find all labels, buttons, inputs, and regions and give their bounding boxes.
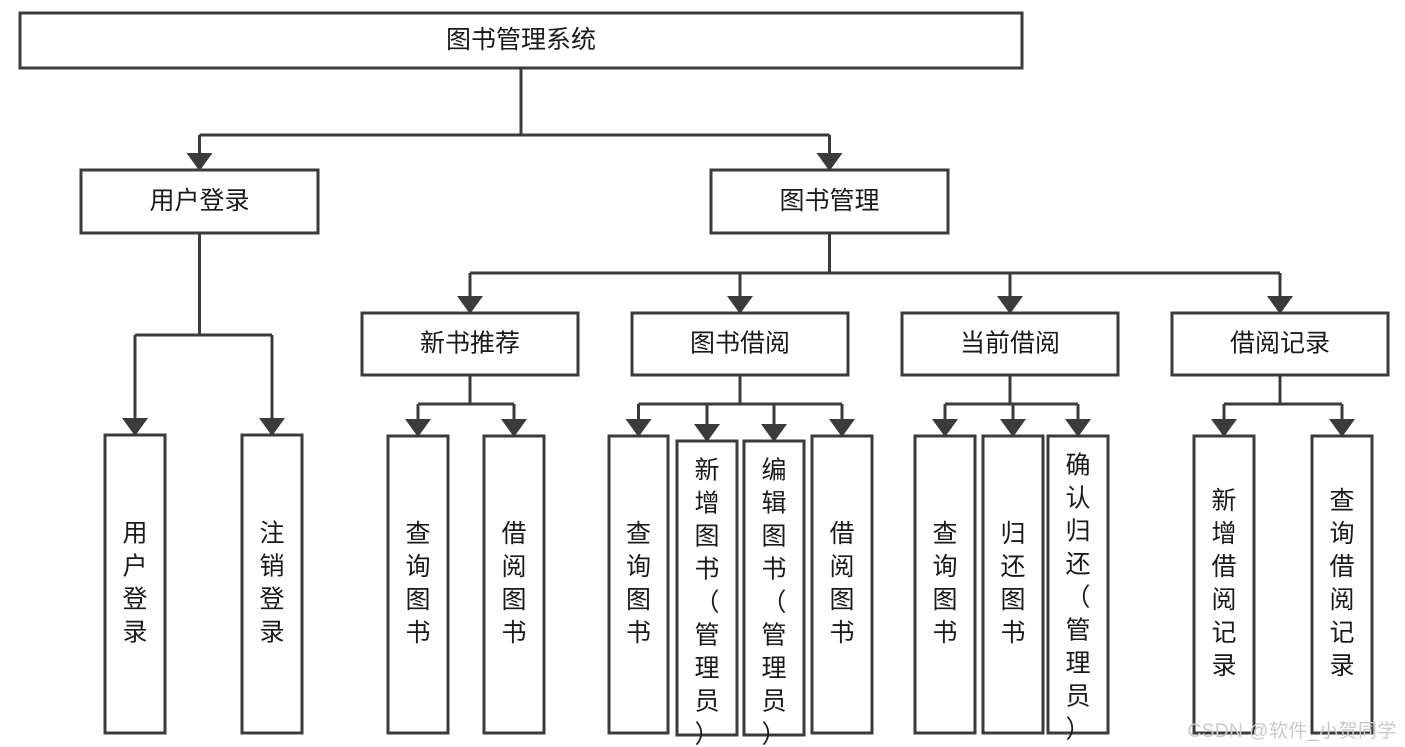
node-box bbox=[482, 434, 546, 735]
node-leaf-bor-4[interactable]: 借阅图书 bbox=[810, 434, 874, 735]
arrow-head-icon bbox=[501, 419, 527, 437]
node-leaf-bor-2[interactable]: 新增图书（管理员） bbox=[675, 439, 739, 747]
node-box bbox=[981, 434, 1045, 735]
arrow-head-icon bbox=[457, 296, 483, 314]
node-box bbox=[386, 434, 450, 735]
node-box bbox=[1310, 434, 1374, 735]
connector-root bbox=[186, 68, 843, 171]
node-box bbox=[1170, 311, 1390, 377]
node-box bbox=[630, 311, 850, 377]
connector-layer bbox=[122, 68, 1355, 442]
node-layer: 图书管理系统用户登录图书管理新书推荐图书借阅当前借阅借阅记录用户登录注销登录查询… bbox=[18, 11, 1390, 747]
arrow-head-icon bbox=[259, 418, 285, 436]
connector-bookmgmt bbox=[457, 233, 1293, 314]
node-label: 查询图书 bbox=[932, 520, 957, 647]
arrow-head-icon bbox=[816, 153, 843, 171]
arrow-head-icon bbox=[761, 424, 787, 442]
node-label: 新增图书（管理员） bbox=[694, 456, 719, 747]
node-box bbox=[360, 311, 580, 377]
node-login[interactable]: 用户登录 bbox=[79, 168, 320, 235]
node-label: 用户登录 bbox=[122, 519, 147, 646]
node-label: 当前借阅 bbox=[960, 330, 1060, 358]
node-leaf-rec-1[interactable]: 新增借阅记录 bbox=[1192, 434, 1256, 735]
node-box bbox=[103, 433, 167, 735]
arrow-head-icon bbox=[1267, 296, 1293, 314]
node-box bbox=[1192, 434, 1256, 735]
node-box bbox=[913, 434, 977, 735]
node-box bbox=[1046, 434, 1110, 735]
arrow-head-icon bbox=[997, 296, 1023, 314]
connector-records bbox=[1211, 375, 1355, 437]
node-box bbox=[742, 439, 806, 737]
node-label: 图书借阅 bbox=[690, 330, 790, 358]
arrow-head-icon bbox=[829, 419, 855, 437]
arrow-head-icon bbox=[727, 296, 753, 314]
node-label: 借阅图书 bbox=[829, 520, 854, 647]
node-box bbox=[810, 434, 874, 735]
node-label: 图书管理 bbox=[779, 187, 879, 215]
node-label: 图书管理系统 bbox=[446, 26, 596, 54]
node-leaf-login-2[interactable]: 注销登录 bbox=[240, 433, 304, 735]
arrow-head-icon bbox=[625, 419, 652, 437]
node-label: 新增借阅记录 bbox=[1211, 487, 1236, 680]
arrow-head-icon bbox=[1000, 419, 1026, 437]
node-records[interactable]: 借阅记录 bbox=[1170, 311, 1390, 377]
node-label: 编辑图书（管理员） bbox=[761, 456, 786, 747]
node-leaf-new-1[interactable]: 查询图书 bbox=[386, 434, 450, 735]
node-label: 用户登录 bbox=[149, 187, 249, 215]
connector-current bbox=[932, 375, 1091, 437]
node-label: 归还图书 bbox=[1000, 520, 1025, 647]
node-label: 确认归还（管理员） bbox=[1065, 451, 1090, 743]
arrow-head-icon bbox=[405, 419, 431, 437]
connector-login bbox=[122, 233, 285, 436]
arrow-head-icon bbox=[1211, 419, 1237, 437]
node-label: 借阅记录 bbox=[1230, 330, 1330, 358]
connector-borrow bbox=[625, 375, 855, 442]
node-leaf-cur-2[interactable]: 归还图书 bbox=[981, 434, 1045, 735]
node-leaf-cur-3[interactable]: 确认归还（管理员） bbox=[1046, 434, 1110, 743]
node-box bbox=[900, 311, 1120, 377]
arrow-head-icon bbox=[694, 424, 720, 442]
node-label: 借阅图书 bbox=[501, 520, 526, 647]
node-box bbox=[18, 11, 1024, 70]
node-root[interactable]: 图书管理系统 bbox=[18, 11, 1024, 70]
node-leaf-bor-3[interactable]: 编辑图书（管理员） bbox=[742, 439, 806, 747]
node-box bbox=[675, 439, 739, 737]
arrow-head-icon bbox=[122, 418, 148, 436]
arrow-head-icon bbox=[932, 419, 958, 437]
node-newbook[interactable]: 新书推荐 bbox=[360, 311, 580, 377]
node-box bbox=[709, 168, 950, 235]
node-leaf-cur-1[interactable]: 查询图书 bbox=[913, 434, 977, 735]
node-label: 查询借阅记录 bbox=[1329, 487, 1354, 680]
node-label: 注销登录 bbox=[259, 519, 284, 646]
node-label: 新书推荐 bbox=[420, 330, 520, 358]
node-borrow[interactable]: 图书借阅 bbox=[630, 311, 850, 377]
arrow-head-icon bbox=[1065, 419, 1091, 437]
node-bookmgmt[interactable]: 图书管理 bbox=[709, 168, 950, 235]
node-box bbox=[240, 433, 304, 735]
node-leaf-new-2[interactable]: 借阅图书 bbox=[482, 434, 546, 735]
node-leaf-rec-2[interactable]: 查询借阅记录 bbox=[1310, 434, 1374, 735]
arrow-head-icon bbox=[186, 153, 213, 171]
node-leaf-login-1[interactable]: 用户登录 bbox=[103, 433, 167, 735]
node-leaf-bor-1[interactable]: 查询图书 bbox=[607, 434, 670, 735]
node-label: 查询图书 bbox=[405, 520, 430, 647]
node-box bbox=[79, 168, 320, 235]
arrow-head-icon bbox=[1329, 419, 1355, 437]
node-label: 查询图书 bbox=[626, 520, 651, 647]
csdn-watermark: CSDN @软件_小贺同学 bbox=[1187, 721, 1397, 742]
node-current[interactable]: 当前借阅 bbox=[900, 311, 1120, 377]
node-box bbox=[607, 434, 670, 735]
connector-newbook bbox=[405, 375, 527, 437]
